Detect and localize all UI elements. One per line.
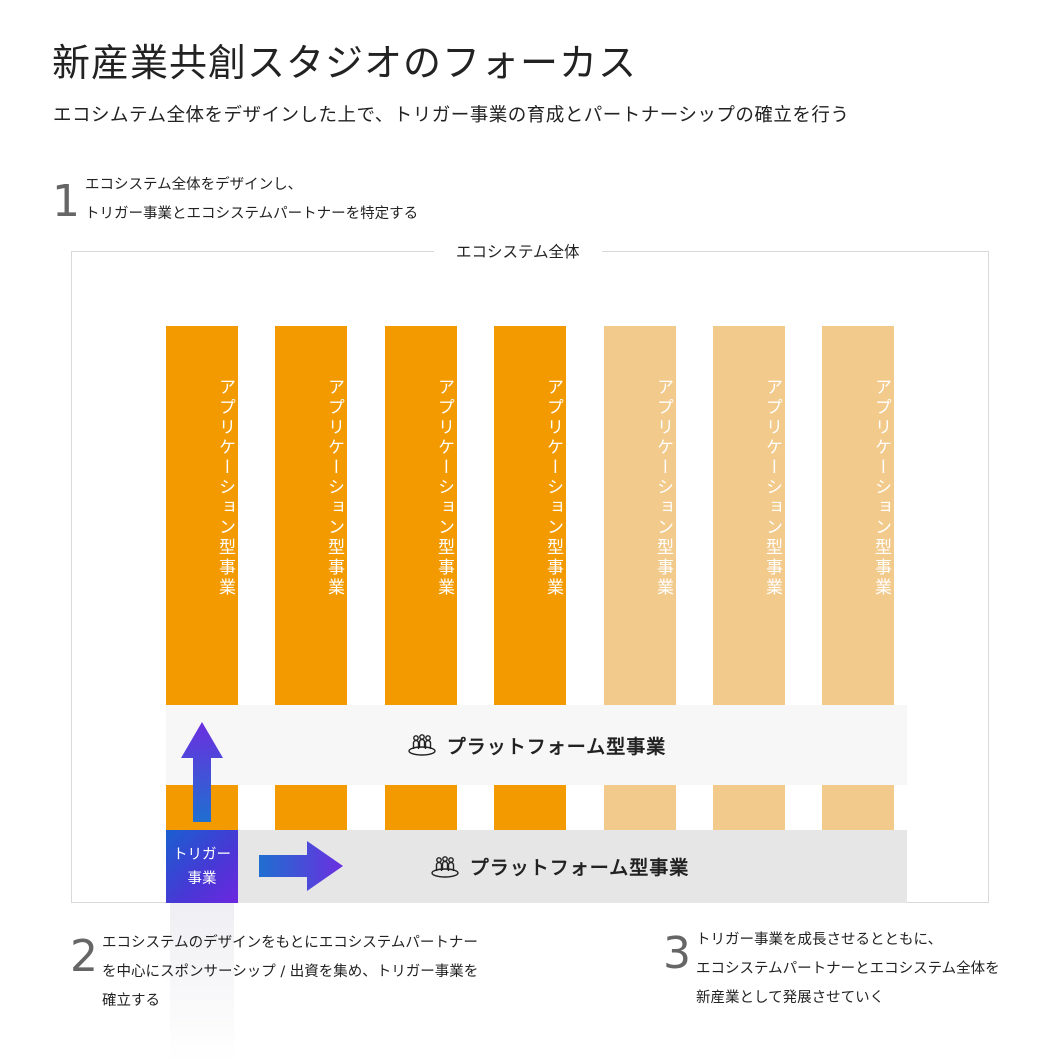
application-business-label: アプリケーション型事業	[762, 378, 782, 598]
application-business-label: アプリケーション型事業	[324, 378, 344, 598]
people-group-icon	[431, 855, 459, 878]
page-subtitle: エコシムテム全体をデザインした上で、トリガー事業の育成とパートナーシップの確立を…	[53, 105, 850, 126]
step-1-line-1: エコシステム全体をデザインし、	[85, 177, 303, 193]
application-business-label: アプリケーション型事業	[871, 378, 891, 598]
trigger-business-line-2: 事業	[187, 870, 217, 887]
step-1-number: 1	[52, 176, 80, 227]
arrow-right-icon	[259, 841, 343, 891]
arrow-up-icon	[181, 722, 223, 822]
step-2-number: 2	[70, 931, 98, 982]
page-title: 新産業共創スタジオのフォーカス	[52, 41, 638, 85]
step-3-line-1: トリガー事業を成長させるとともに、	[696, 932, 943, 948]
step-1-text: エコシステム全体をデザインし、 トリガー事業とエコシステムパートナーを特定する	[85, 171, 418, 229]
ecosystem-label: エコシステム全体	[434, 240, 602, 262]
step-3-number: 3	[663, 928, 691, 979]
step-1-line-2: トリガー事業とエコシステムパートナーを特定する	[85, 206, 419, 222]
trigger-glow	[170, 903, 234, 1063]
step-2-line-1: エコシステムのデザインをもとにエコシステムパートナー	[102, 935, 478, 951]
platform-business-label: プラットフォーム型事業	[446, 735, 667, 758]
application-business-label: アプリケーション型事業	[653, 378, 673, 598]
step-3-line-3: 新産業として発展させていく	[696, 990, 885, 1006]
step-2-line-2: を中心にスポンサーシップ / 出資を集め、トリガー事業を	[102, 964, 479, 980]
step-3-text: トリガー事業を成長させるとともに、 エコシステムパートナーとエコシステム全体を …	[696, 926, 1000, 1013]
step-2-line-3: 確立する	[102, 993, 160, 1009]
application-business-label: アプリケーション型事業	[543, 378, 563, 598]
trigger-business-line-1: トリガー	[173, 846, 231, 863]
people-group-icon	[408, 734, 436, 756]
platform-business-label: プラットフォーム型事業	[469, 857, 690, 879]
application-business-label: アプリケーション型事業	[434, 378, 454, 598]
application-business-label: アプリケーション型事業	[215, 378, 235, 598]
trigger-business-box: トリガー 事業	[166, 830, 238, 903]
platform-business-band-upper: プラットフォーム型事業	[166, 705, 907, 785]
step-3-line-2: エコシステムパートナーとエコシステム全体を	[696, 961, 1000, 977]
step-2-text: エコシステムのデザインをもとにエコシステムパートナー を中心にスポンサーシップ …	[102, 929, 478, 1016]
